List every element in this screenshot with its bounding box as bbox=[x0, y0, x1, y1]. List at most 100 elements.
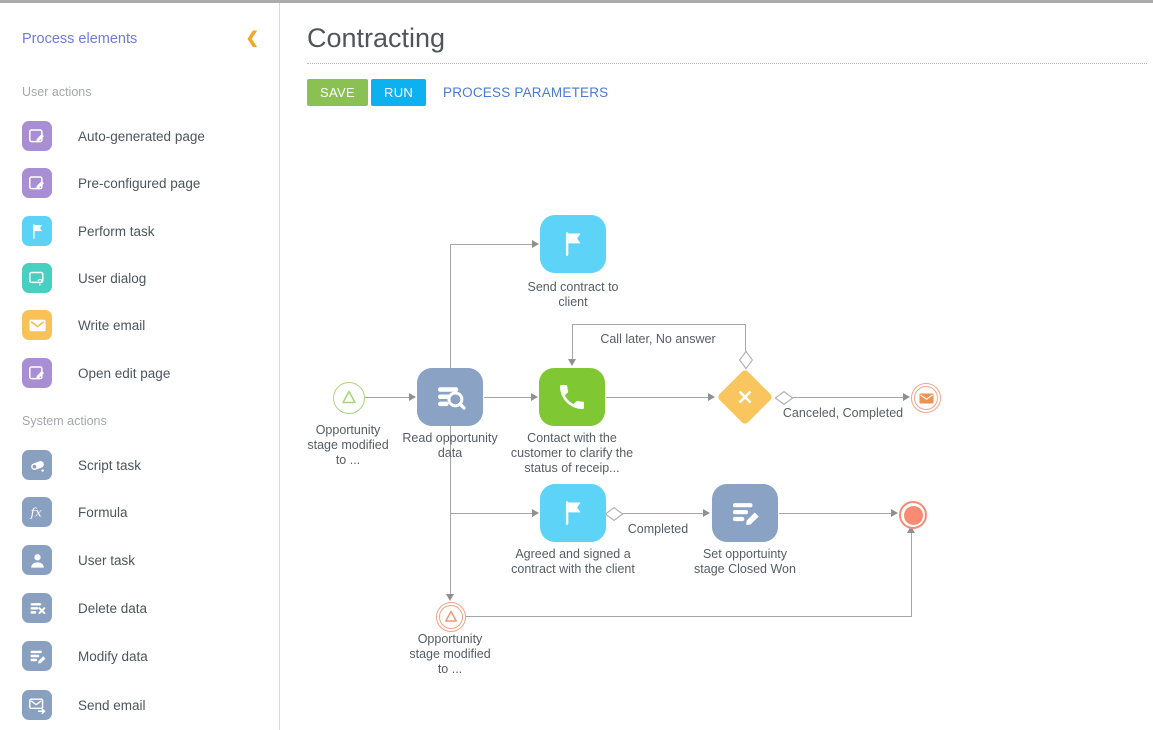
delete-data-icon bbox=[22, 593, 52, 623]
process-designer: Contracting SAVE RUN PROCESS PARAMETERS bbox=[280, 3, 1153, 730]
flag-icon bbox=[565, 501, 581, 525]
dialog-question-icon: ? bbox=[22, 263, 52, 293]
edge-label: Call later, No answer bbox=[600, 332, 716, 346]
sidebar-item-open-edit-page[interactable]: Open edit page bbox=[22, 358, 170, 388]
start-signal-event[interactable] bbox=[333, 382, 365, 414]
arrowhead bbox=[891, 509, 898, 517]
envelope-icon bbox=[22, 310, 52, 340]
node-label: Set opportuinty stage Closed Won bbox=[694, 547, 796, 576]
intermediate-signal-event[interactable] bbox=[436, 602, 466, 632]
flow-connector bbox=[484, 397, 533, 398]
process-elements-panel: Process elements ❮ User actions Auto-gen… bbox=[0, 3, 280, 730]
flow-connector bbox=[363, 397, 411, 398]
arrowhead bbox=[568, 359, 576, 366]
formula-icon: fx bbox=[22, 497, 52, 527]
modify-data-icon bbox=[22, 641, 52, 671]
run-button[interactable]: RUN bbox=[371, 79, 427, 106]
section-label-system-actions: System actions bbox=[22, 414, 107, 428]
sidebar-item-user-task[interactable]: User task bbox=[22, 545, 135, 575]
user-icon bbox=[22, 545, 52, 575]
sidebar-item-delete-data[interactable]: Delete data bbox=[22, 593, 147, 623]
flow-connector bbox=[572, 324, 745, 325]
flag-icon bbox=[22, 216, 52, 246]
sidebar-item-label: Modify data bbox=[78, 648, 148, 664]
page-edit-icon bbox=[22, 121, 52, 151]
sidebar-item-label: Open edit page bbox=[78, 365, 171, 381]
sidebar-item-label: User task bbox=[78, 552, 136, 568]
diagram-canvas[interactable]: Opportunity stage modified to ... Read o… bbox=[280, 3, 1153, 730]
flow-connector bbox=[779, 513, 893, 514]
sidebar-item-auto-generated-page[interactable]: Auto-generated page bbox=[22, 121, 205, 151]
title-divider bbox=[307, 63, 1147, 64]
sidebar-item-formula[interactable]: fx Formula bbox=[22, 497, 128, 527]
sidebar-item-label: Script task bbox=[78, 457, 142, 473]
terminate-end-event[interactable] bbox=[899, 501, 927, 529]
sidebar-item-label: User dialog bbox=[78, 270, 147, 286]
node-label: Send contract to client bbox=[527, 280, 619, 309]
sidebar-item-label: Delete data bbox=[78, 600, 148, 616]
svg-text:?: ? bbox=[37, 277, 43, 288]
flow-connector bbox=[450, 244, 533, 245]
page-title: Contracting bbox=[307, 23, 446, 53]
modify-data-task-set-stage[interactable] bbox=[712, 484, 778, 542]
sidebar-item-script-task[interactable]: Script task bbox=[22, 450, 141, 480]
arrowhead bbox=[446, 594, 454, 601]
signal-triangle-icon bbox=[342, 390, 356, 404]
arrowhead bbox=[703, 509, 710, 517]
envelope-icon bbox=[919, 393, 933, 403]
send-email-icon bbox=[22, 690, 52, 720]
call-task-contact-customer[interactable] bbox=[539, 368, 605, 426]
panel-header: Process elements ❮ bbox=[22, 30, 259, 48]
sidebar-item-label: Perform task bbox=[78, 223, 155, 239]
sidebar-item-write-email[interactable]: Write email bbox=[22, 310, 145, 340]
terminate-dot bbox=[903, 505, 923, 525]
chevron-left-icon[interactable]: ❮ bbox=[245, 30, 259, 47]
flow-connector bbox=[572, 324, 573, 360]
read-data-icon bbox=[438, 387, 466, 410]
node-label: Opportunity stage modified to ... bbox=[307, 423, 389, 467]
message-end-event[interactable] bbox=[911, 383, 941, 413]
node-label: Opportunity stage modified to ... bbox=[409, 632, 491, 676]
node-label: Read opportunity data bbox=[402, 431, 498, 460]
section-label-user-actions: User actions bbox=[22, 85, 92, 99]
flow-connector bbox=[618, 513, 705, 514]
sidebar-item-pre-configured-page[interactable]: Pre-configured page bbox=[22, 168, 200, 198]
sidebar-item-send-email[interactable]: Send email bbox=[22, 690, 146, 720]
perform-task-send-contract[interactable] bbox=[540, 215, 606, 273]
arrowhead bbox=[907, 526, 915, 533]
sidebar-item-user-dialog[interactable]: ? User dialog bbox=[22, 263, 146, 293]
sidebar-item-modify-data[interactable]: Modify data bbox=[22, 641, 148, 671]
modify-data-icon bbox=[733, 503, 759, 525]
edge-label: Completed bbox=[627, 522, 689, 536]
condition-port bbox=[738, 350, 754, 370]
flow-connector bbox=[745, 324, 746, 355]
sidebar-item-perform-task[interactable]: Perform task bbox=[22, 216, 155, 246]
node-label: Agreed and signed a contract with the cl… bbox=[511, 547, 635, 576]
flag-icon bbox=[565, 232, 581, 256]
page-edit-icon bbox=[22, 358, 52, 388]
arrowhead bbox=[532, 509, 539, 517]
save-button[interactable]: SAVE bbox=[307, 79, 368, 106]
perform-task-agreed-signed[interactable] bbox=[540, 484, 606, 542]
phone-icon bbox=[560, 385, 584, 409]
arrowhead bbox=[531, 393, 538, 401]
process-parameters-link[interactable]: PROCESS PARAMETERS bbox=[443, 85, 609, 100]
svg-text:fx: fx bbox=[29, 505, 42, 519]
page-edit-icon bbox=[22, 168, 52, 198]
condition-port bbox=[604, 506, 624, 522]
sidebar-item-label: Pre-configured page bbox=[78, 175, 201, 191]
condition-port bbox=[774, 390, 794, 406]
flow-connector bbox=[606, 397, 710, 398]
arrowhead bbox=[903, 393, 910, 401]
arrowhead bbox=[708, 393, 715, 401]
sidebar-item-label: Send email bbox=[78, 697, 146, 713]
flow-connector bbox=[450, 513, 533, 514]
gateway-x-icon bbox=[738, 390, 752, 404]
top-border bbox=[0, 0, 1153, 3]
exclusive-gateway[interactable] bbox=[716, 368, 774, 426]
read-data-task[interactable] bbox=[417, 368, 483, 426]
scroll-icon bbox=[22, 450, 52, 480]
sidebar-item-label: Write email bbox=[78, 317, 146, 333]
sidebar-item-label: Auto-generated page bbox=[78, 128, 205, 144]
panel-title: Process elements bbox=[22, 31, 138, 47]
